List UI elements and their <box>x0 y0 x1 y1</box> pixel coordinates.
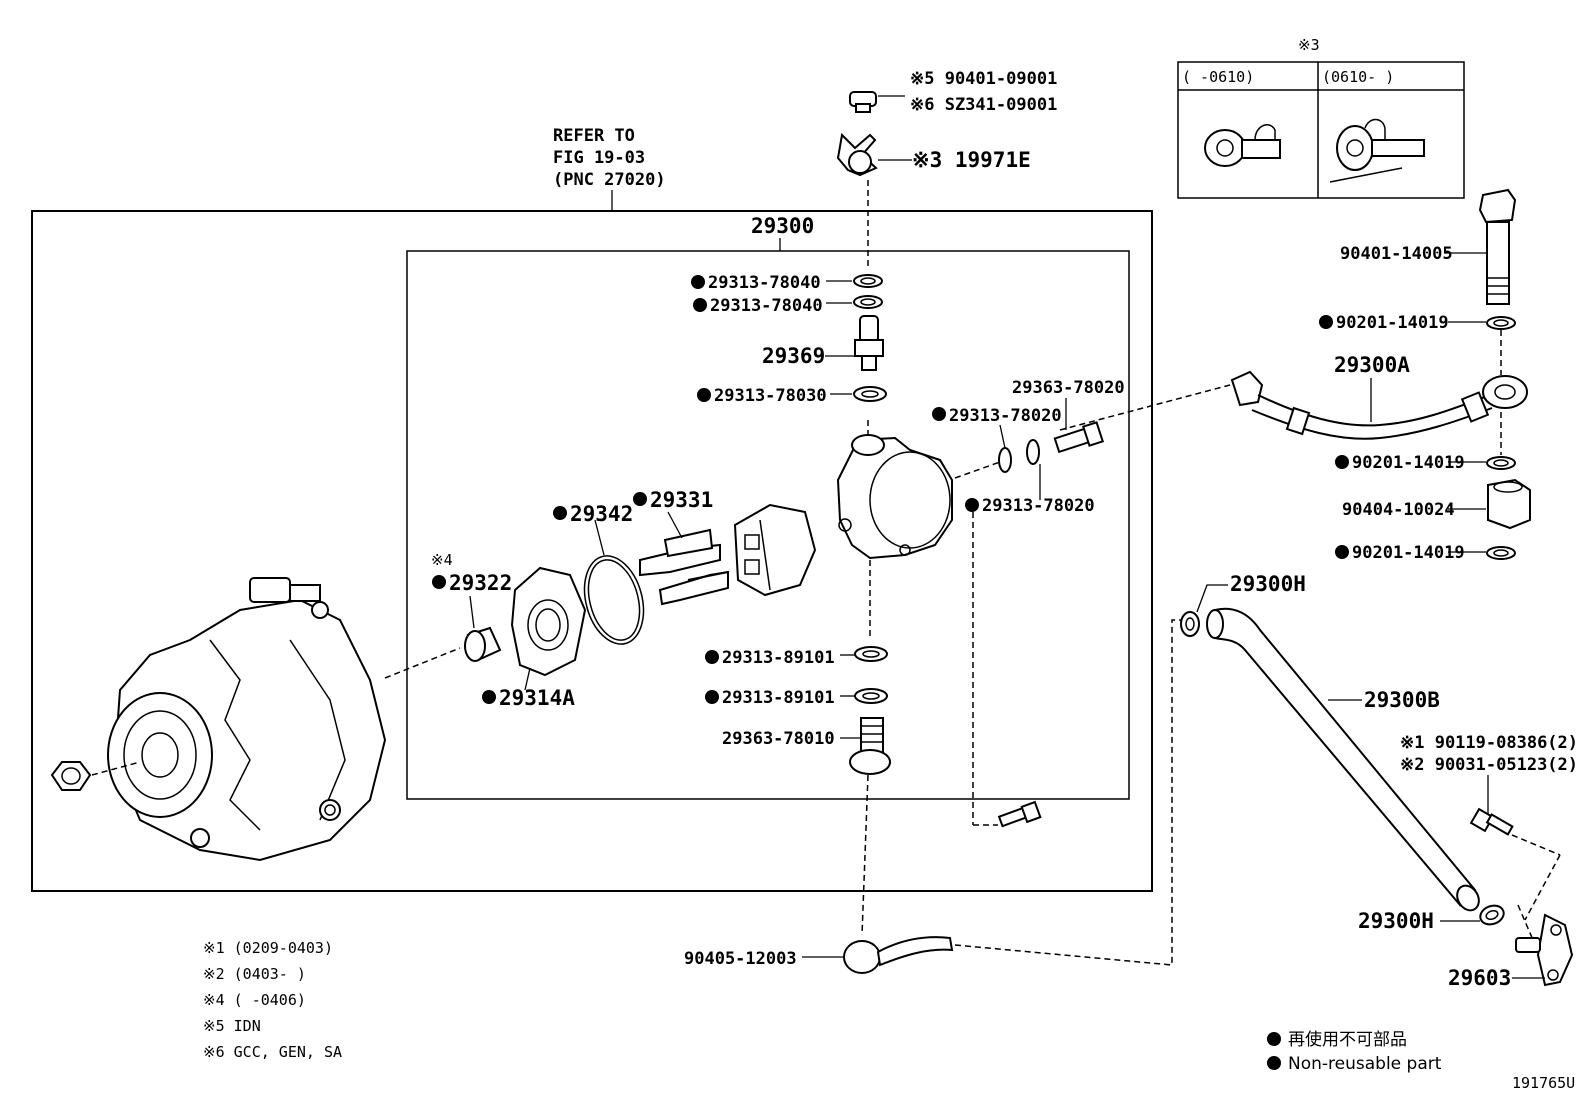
union-19971e <box>836 132 912 177</box>
union-90405-12003 <box>802 936 954 974</box>
footnotes: ※1 (0209-0403) ※2 (0403- ) ※4 ( -0406) ※… <box>203 939 342 1061</box>
washer-29313-89101-b <box>840 688 888 704</box>
note-5: ※5 IDN <box>203 1017 261 1035</box>
note-1: ※1 (0209-0403) <box>203 939 333 957</box>
cap-part <box>849 91 905 113</box>
bolt-90119 <box>1469 807 1514 836</box>
label-19971e: ※3 19971E <box>912 148 1031 172</box>
inset-col-1: ( -0610) <box>1182 68 1254 86</box>
label-29300b: 29300B <box>1364 688 1440 712</box>
washer-29313-78040-a <box>826 274 883 288</box>
washer-29313-78030 <box>830 386 887 402</box>
label-90201-14019-c: 90201-14019 <box>1352 543 1465 563</box>
washer-29313-78020-a <box>998 424 1012 473</box>
spacer-90404-10024 <box>1448 478 1531 530</box>
bolt-90401-14005 <box>1444 188 1517 305</box>
vanes-29331 <box>639 528 729 606</box>
label-29300a: 29300A <box>1334 353 1410 377</box>
legend-en: Non-reusable part <box>1288 1054 1442 1074</box>
bolt-29363-78020 <box>1053 421 1105 454</box>
label-90201-14019-a: 90201-14019 <box>1336 313 1449 333</box>
washer-29313-89101-a <box>840 646 888 662</box>
clip-29300h-bottom <box>1440 904 1505 926</box>
label-90404-10024: 90404-10024 <box>1342 500 1455 520</box>
inset-title: ※3 <box>1298 36 1320 54</box>
label-29300h-bottom: 29300H <box>1358 909 1434 933</box>
label-90031-05123: ※2 90031-05123(2) <box>1400 755 1578 775</box>
label-29313-78020-b: 29313-78020 <box>982 496 1095 516</box>
label-29313-78030: 29313-78030 <box>714 386 827 406</box>
outer-assembly-frame <box>31 210 1153 892</box>
assembly-label: 29300 <box>751 214 814 238</box>
hose-29300b <box>1206 607 1480 912</box>
washer-90201-14019-c <box>1448 546 1516 560</box>
label-29369: 29369 <box>762 344 825 368</box>
washer-90201-14019-b <box>1448 456 1516 470</box>
pulley-nut <box>50 761 92 791</box>
washer-29313-78040-b <box>826 295 883 309</box>
bolt-29363-78010 <box>840 717 891 775</box>
small-bolt <box>997 800 1042 828</box>
label-29313-89101-a: 29313-89101 <box>722 648 835 668</box>
legend: 再使用不可部品 Non-reusable part <box>1267 1029 1442 1074</box>
inner-assembly-frame <box>406 250 1130 800</box>
union-old-icon <box>1204 124 1281 167</box>
note-6: ※6 GCC, GEN, SA <box>203 1043 342 1061</box>
label-90201-14019-b: 90201-14019 <box>1352 453 1465 473</box>
washer-29313-78020-b <box>1026 439 1041 500</box>
alternator <box>107 577 387 862</box>
inset-col-2: (0610- ) <box>1322 68 1394 86</box>
label-29331: 29331 <box>650 488 713 512</box>
refer-line-3: (PNC 27020) <box>553 170 666 190</box>
legend-jp: 再使用不可部品 <box>1288 1029 1407 1050</box>
bushing-29322 <box>464 595 502 662</box>
label-29322: 29322 <box>449 571 512 595</box>
label-90401-09001: ※5 90401-09001 <box>910 69 1057 89</box>
sensor-29369 <box>825 315 884 371</box>
union-29603 <box>1512 913 1574 987</box>
note-4: ※4 ( -0406) <box>203 991 306 1009</box>
label-29363-78010: 29363-78010 <box>722 729 835 749</box>
label-29363-78020: 29363-78020 <box>1012 378 1125 398</box>
label-90401-14005: 90401-14005 <box>1340 244 1453 264</box>
plate-29314a <box>510 566 587 691</box>
o-ring-29342 <box>583 519 645 645</box>
label-90405-12003: 90405-12003 <box>684 949 797 969</box>
label-sz341-09001: ※6 SZ341-09001 <box>910 95 1057 115</box>
label-29342: 29342 <box>570 502 633 526</box>
label-29314a: 29314A <box>499 686 575 710</box>
rotor <box>733 503 817 597</box>
note-2: ※2 (0403- ) <box>203 965 306 983</box>
clip-29300h-top <box>1180 584 1228 637</box>
refer-line-1: REFER TO <box>553 126 635 146</box>
washer-90201-14019-a <box>1448 316 1516 330</box>
variant-inset: ※3 ( -0610) (0610- ) <box>1177 36 1465 199</box>
refer-note: REFER TO FIG 19-03 (PNC 27020) <box>553 126 666 211</box>
oil-pipe-29300a <box>1230 370 1528 440</box>
refer-line-2: FIG 19-03 <box>553 148 645 168</box>
label-29313-78040-b: 29313-78040 <box>710 296 823 316</box>
union-new-icon <box>1329 118 1425 183</box>
label-29300h-top: 29300H <box>1230 572 1306 596</box>
label-29322-note: ※4 <box>431 551 453 569</box>
label-29313-78020-a: 29313-78020 <box>949 406 1062 426</box>
label-29313-89101-b: 29313-89101 <box>722 688 835 708</box>
label-29313-78040-a: 29313-78040 <box>708 273 821 293</box>
figure-id: 191765U <box>1512 1074 1575 1092</box>
pump-housing <box>836 434 953 560</box>
label-29603: 29603 <box>1448 966 1511 990</box>
label-90119-08386: ※1 90119-08386(2) <box>1400 733 1578 753</box>
